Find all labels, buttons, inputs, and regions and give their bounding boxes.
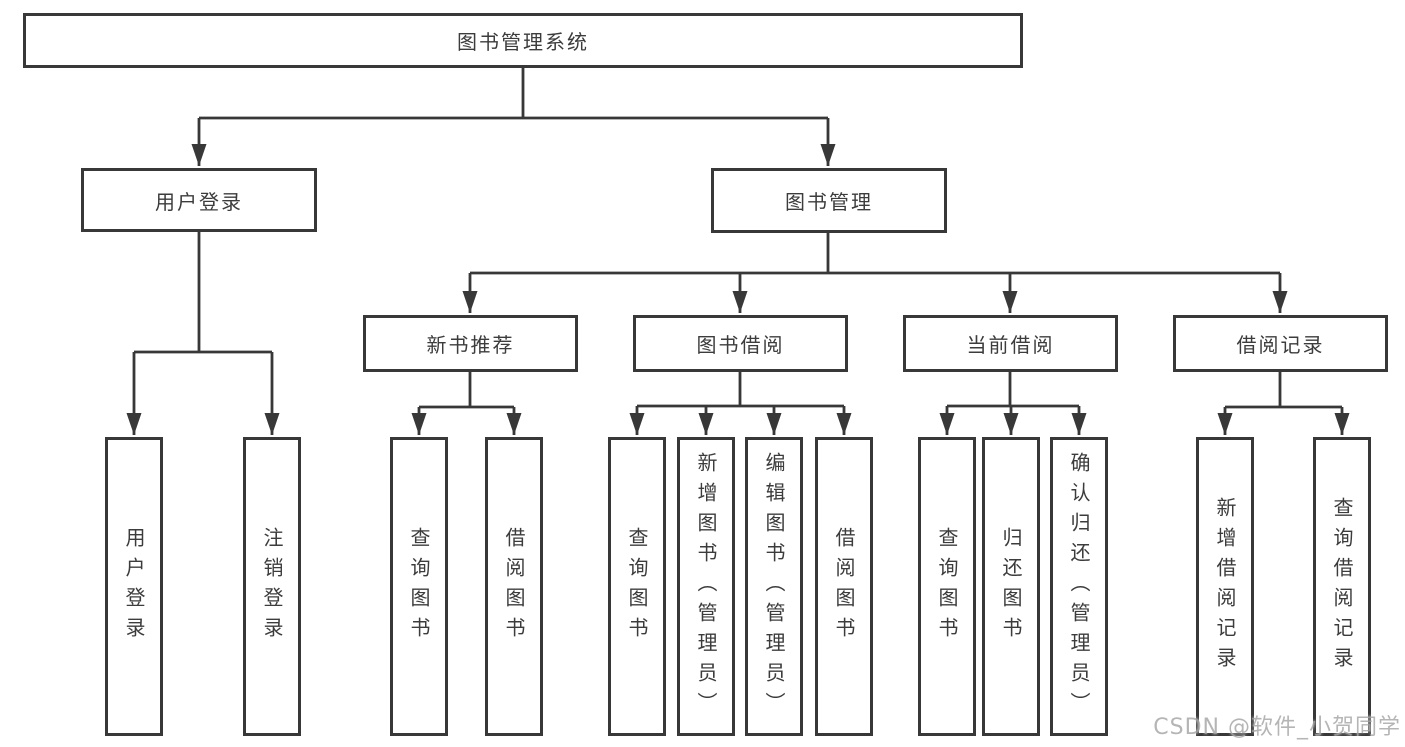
node-current-borrowing: 当前借阅 [903, 315, 1118, 372]
node-new-book-recommend: 新书推荐 [363, 315, 578, 372]
node-leaf-logout: 注销登录 [243, 437, 301, 736]
node-leaf-borrow-books-recommend: 借阅图书 [485, 437, 543, 736]
node-label: 查询借阅记录 [1330, 496, 1354, 677]
node-label: 用户登录 [122, 526, 146, 647]
node-label: 归还图书 [999, 526, 1023, 647]
node-label: 编辑图书（管理员） [762, 451, 786, 722]
node-leaf-confirm-return-admin: 确认归还（管理员） [1050, 437, 1108, 736]
node-leaf-query-books-current: 查询图书 [918, 437, 976, 736]
node-label: 图书借阅 [696, 333, 785, 357]
node-label: 确认归还（管理员） [1067, 451, 1091, 722]
node-label: 新增借阅记录 [1213, 496, 1237, 677]
node-label: 图书管理 [785, 190, 873, 214]
node-borrowing-records: 借阅记录 [1173, 315, 1388, 372]
node-label: 借阅记录 [1236, 333, 1325, 357]
node-label: 新增图书（管理员） [694, 451, 718, 722]
node-leaf-query-borrow-record: 查询借阅记录 [1313, 437, 1371, 736]
node-leaf-add-borrow-record: 新增借阅记录 [1196, 437, 1254, 736]
node-book-management: 图书管理 [711, 168, 947, 233]
node-leaf-return-books: 归还图书 [982, 437, 1040, 736]
node-leaf-user-login: 用户登录 [105, 437, 163, 736]
node-label: 图书管理系统 [457, 30, 589, 54]
node-book-borrowing: 图书借阅 [633, 315, 848, 372]
node-label: 当前借阅 [966, 333, 1055, 357]
node-label: 用户登录 [155, 189, 243, 214]
node-label: 查询图书 [407, 526, 431, 647]
node-leaf-query-books-recommend: 查询图书 [390, 437, 448, 736]
node-label: 查询图书 [935, 526, 959, 647]
node-leaf-query-books-borrow: 查询图书 [608, 437, 666, 736]
node-label: 新书推荐 [426, 333, 515, 357]
node-leaf-edit-books-admin: 编辑图书（管理员） [745, 437, 803, 736]
node-label: 注销登录 [260, 526, 284, 647]
node-label: 借阅图书 [832, 526, 856, 647]
node-leaf-borrow-books: 借阅图书 [815, 437, 873, 736]
csdn-watermark: CSDN @软件_小贺同学 [1153, 715, 1401, 740]
node-library-management-system: 图书管理系统 [23, 13, 1023, 68]
node-label: 借阅图书 [502, 526, 526, 647]
tree-edges [126, 68, 1350, 435]
node-label: 查询图书 [625, 526, 649, 647]
node-leaf-add-books-admin: 新增图书（管理员） [677, 437, 735, 736]
node-user-login: 用户登录 [81, 168, 317, 232]
